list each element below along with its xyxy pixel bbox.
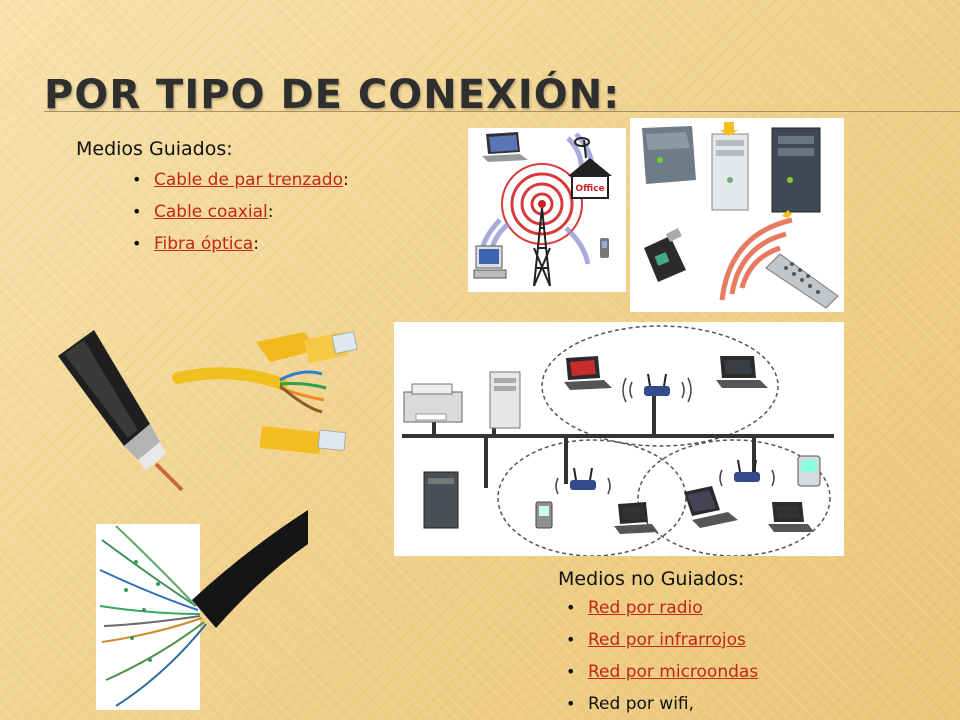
laptop-icon <box>716 356 768 388</box>
desktop-computer-icon <box>473 245 507 279</box>
wireless-tower-picture: Office <box>468 128 626 292</box>
bullet: • <box>132 202 142 221</box>
office-label: Office <box>575 184 604 194</box>
access-point-icon <box>570 467 596 490</box>
item-red-por-wifi: Red por wifi, <box>588 694 695 714</box>
infrared-waves-icon <box>719 217 793 301</box>
item-suffix: : <box>342 170 349 190</box>
laptop-icon <box>684 486 738 528</box>
access-point-icon <box>644 373 670 396</box>
list-item: • Red por radio <box>566 596 758 628</box>
wireless-waves-icon <box>555 377 775 495</box>
handheld-device-icon <box>797 455 821 487</box>
slide-title: POR TIPO DE CONEXIÓN: <box>44 72 621 118</box>
list-item: • Cable de par trenzado: <box>132 168 349 200</box>
bullet: • <box>132 170 142 189</box>
list-item: • Fibra óptica: <box>132 232 349 264</box>
server-tower-icon <box>489 371 521 429</box>
fiber-optic-cable-picture <box>96 510 308 710</box>
office-building-icon: Office <box>568 137 612 199</box>
list-item: • Red por microondas <box>566 660 758 692</box>
laptop-icon <box>768 502 814 532</box>
mobile-phone-icon <box>600 238 609 258</box>
laptop-icon <box>564 356 612 390</box>
pda-icon <box>535 501 553 529</box>
link-fibra-optica[interactable]: Fibra óptica <box>154 234 254 254</box>
guided-list: • Cable de par trenzado: • Cable coaxial… <box>132 168 349 264</box>
twisted-pair-cable-picture <box>172 330 358 455</box>
unguided-heading: Medios no Guiados: <box>558 568 745 590</box>
network-diagram-picture <box>394 322 844 556</box>
list-item: • Red por wifi, <box>566 692 758 720</box>
bullet: • <box>566 630 576 649</box>
tower-pc-dark-icon <box>771 127 821 218</box>
bullet: • <box>132 234 142 253</box>
item-suffix: : <box>253 234 259 254</box>
link-red-por-microondas[interactable]: Red por microondas <box>588 662 759 682</box>
computer-case-icon <box>642 126 696 184</box>
usb-infrared-icon <box>644 228 686 282</box>
item-suffix: : <box>267 202 274 222</box>
rj45-connector-icon <box>256 330 358 364</box>
laptop-icon <box>482 132 528 162</box>
link-red-por-radio[interactable]: Red por radio <box>588 598 703 618</box>
infrared-devices-picture <box>630 118 844 312</box>
laptop-icon <box>614 502 658 534</box>
bullet: • <box>566 662 576 681</box>
coaxial-cable-picture <box>58 330 184 492</box>
list-item: • Red por infrarrojos <box>566 628 758 660</box>
remote-control-icon <box>765 253 839 309</box>
bullet: • <box>566 598 576 617</box>
unguided-list: • Red por radio • Red por infrarrojos • … <box>566 596 758 720</box>
access-point-icon <box>734 459 760 482</box>
desktop-tower-icon <box>423 471 459 529</box>
tower-pc-icon <box>711 122 749 211</box>
link-cable-coaxial[interactable]: Cable coaxial <box>154 202 268 222</box>
list-item: • Cable coaxial: <box>132 200 349 232</box>
rj45-connector-icon <box>259 426 347 455</box>
guided-heading: Medios Guiados: <box>76 138 233 160</box>
printer-icon <box>403 383 463 423</box>
link-red-por-infrarrojos[interactable]: Red por infrarrojos <box>588 630 746 650</box>
title-divider <box>44 111 960 112</box>
link-cable-par-trenzado[interactable]: Cable de par trenzado <box>154 170 343 190</box>
bullet: • <box>566 694 576 713</box>
